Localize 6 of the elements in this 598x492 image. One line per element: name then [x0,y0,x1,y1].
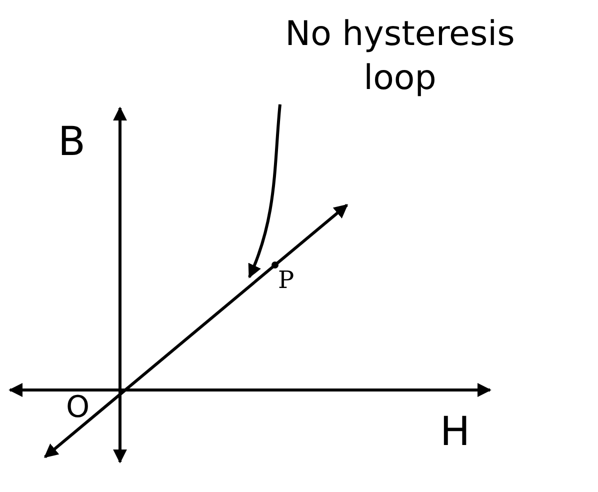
axis-label: H [440,412,470,452]
origin-label: O [66,393,90,423]
annotation-text: No hysteresis loop [250,12,550,100]
axis-label: B [58,122,86,162]
point-label: P [278,268,294,292]
arrow [248,104,282,278]
